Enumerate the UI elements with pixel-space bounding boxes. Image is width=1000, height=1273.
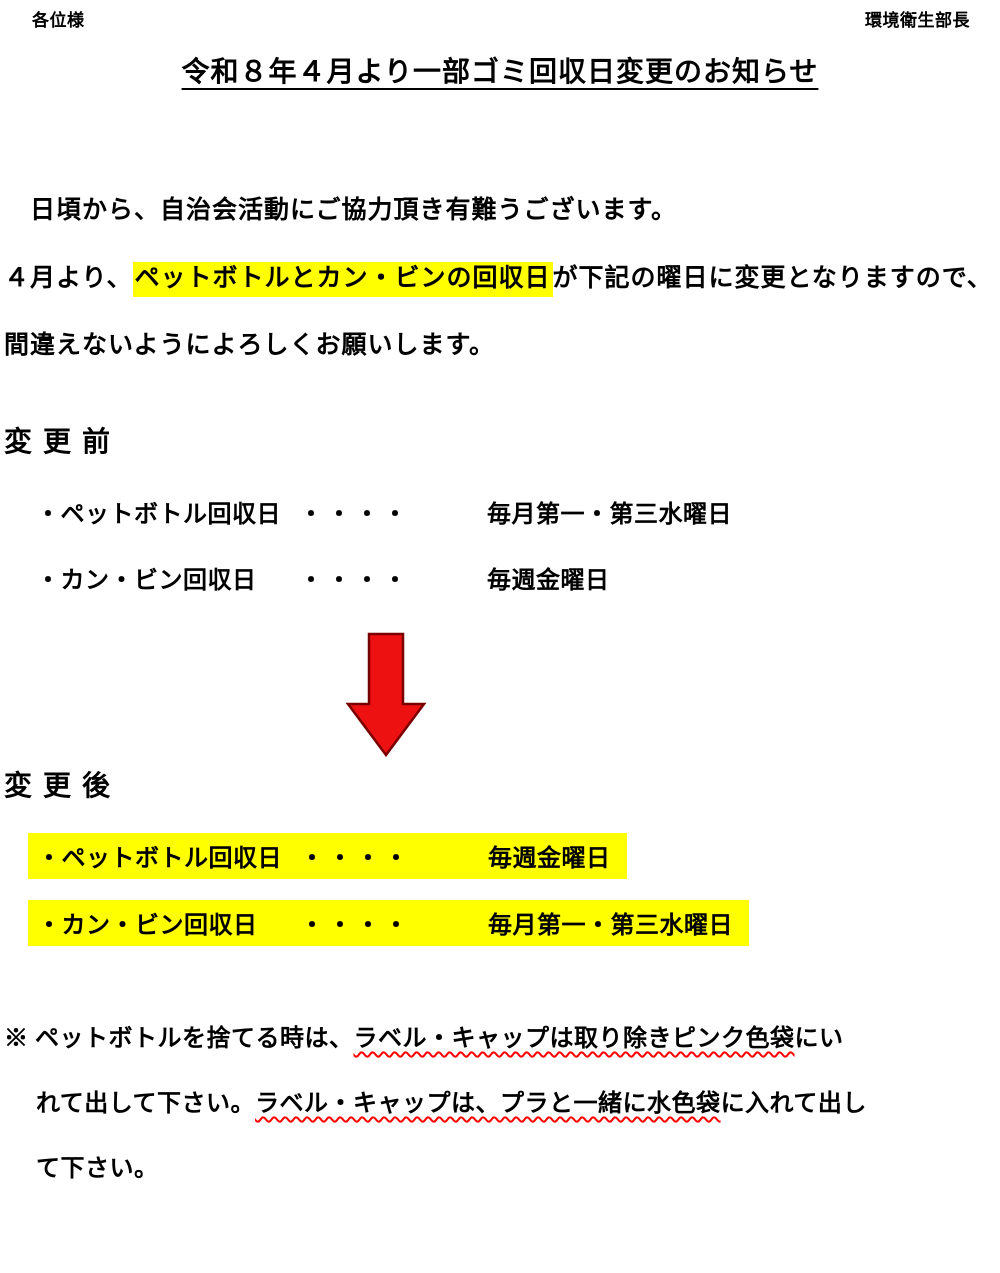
item-value: 毎月第一・第三水曜日	[488, 913, 733, 939]
before-item-petbottle: ・ペットボトル回収日・・・・ 毎月第一・第三水曜日	[36, 494, 732, 529]
document-title: 令和８年４月より一部ゴミ回収日変更のお知らせ	[181, 57, 819, 88]
note-line2-pre: れて出して下さい。	[36, 1091, 256, 1117]
note-line2-post: に入れて出し	[720, 1091, 867, 1117]
before-item-can-bin: ・カン・ビン回収日 ・・・・ 毎週金曜日	[36, 560, 610, 595]
author-title: 環境衛生部長	[865, 11, 970, 30]
item-label: ・カン・ビン回収日	[36, 568, 257, 594]
after-heading: 変 更 後	[4, 771, 113, 802]
intro-greeting: 日頃から、自治会活動にご協力頂き有難うございます。	[4, 197, 678, 224]
item-dots: ・・・・	[299, 568, 411, 594]
down-arrow-icon	[344, 632, 428, 758]
item-value: 毎週金曜日	[488, 846, 611, 872]
highlighted-change-subject: ペットボトルとカン・ビンの回収日	[132, 262, 553, 297]
intro-line2-pre: ４月より、	[4, 265, 133, 292]
note-line3: て下さい。	[36, 1156, 159, 1182]
item-dots: ・・・・	[299, 502, 411, 528]
item-dots: ・・・・	[300, 846, 412, 872]
note-line1-pre: ※ ペットボトルを捨てる時は、	[4, 1026, 354, 1052]
intro-change-sentence: ４月より、ペットボトルとカン・ビンの回収日が下記の曜日に変更となりますので、	[4, 258, 993, 297]
after-item-petbottle: ・ペットボトル回収日・・・・ 毎週金曜日	[28, 833, 627, 879]
note-line1-wavy-underlined: ラベル・キャップは取り除きピンク色袋	[353, 1026, 795, 1052]
intro-line2-post: が下記の曜日に変更となりますので、	[552, 265, 993, 292]
note-line2-wavy-underlined: ラベル・キャップは、プラと一緒に水色袋	[255, 1091, 721, 1117]
note-line1: ※ ペットボトルを捨てる時は、ラベル・キャップは取り除きピンク色袋にい	[4, 1018, 844, 1053]
note-line2: れて出して下さい。ラベル・キャップは、プラと一緒に水色袋に入れて出し	[36, 1083, 867, 1118]
item-label: ・ペットボトル回収日	[36, 502, 281, 528]
note-line1-post: にい	[794, 1026, 844, 1052]
after-item-can-bin: ・カン・ビン回収日 ・・・・ 毎月第一・第三水曜日	[28, 900, 749, 946]
item-value: 毎月第一・第三水曜日	[487, 502, 732, 528]
item-dots: ・・・・	[300, 913, 412, 939]
item-label: ・ペットボトル回収日	[37, 846, 282, 872]
intro-request: 間違えないようによろしくお願いします。	[4, 332, 496, 359]
before-heading: 変 更 前	[4, 427, 113, 458]
addressee: 各位様	[32, 11, 85, 30]
item-label: ・カン・ビン回収日	[37, 913, 258, 939]
item-value: 毎週金曜日	[487, 568, 610, 594]
